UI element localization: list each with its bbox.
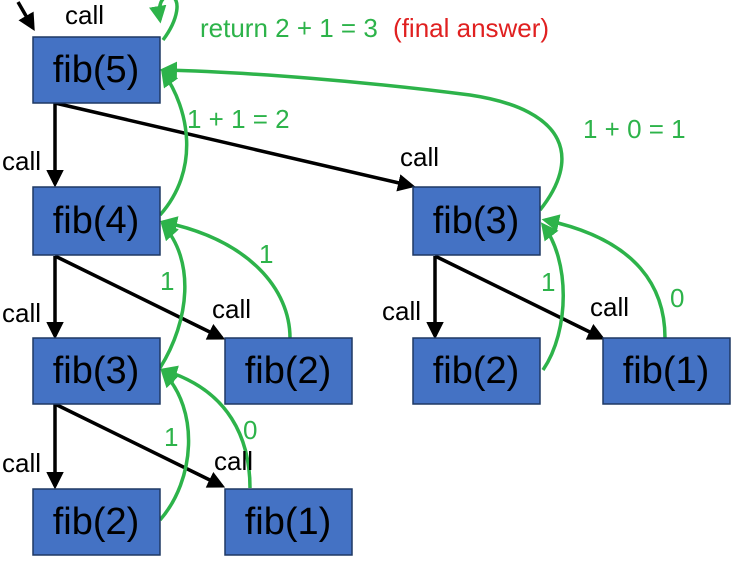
return-arrow-fib3b-fib5 <box>159 61 564 212</box>
return-arrow-fib3a-fib4 <box>158 222 187 369</box>
return-arrow-fib4-fib5 <box>158 69 189 217</box>
return-label-fib4-to-fib5: 1 + 1 = 2 <box>187 104 290 134</box>
node-fib2-b: fib(2) <box>32 488 161 556</box>
call-label-fib3-right: call <box>400 142 439 172</box>
call-label-fib2-c: call <box>382 296 421 326</box>
node-fib4-label: fib(4) <box>53 200 140 242</box>
node-fib2-a: fib(2) <box>224 337 353 405</box>
return-arrow-fib1b-fib3b <box>541 214 667 339</box>
node-fib4: fib(4) <box>32 186 161 256</box>
node-fib3-left: fib(3) <box>32 337 161 405</box>
root-return-text: return 2 + 1 = 3 <box>200 13 378 43</box>
node-fib2-c-label: fib(2) <box>433 350 520 392</box>
call-label-fib2-b: call <box>2 448 41 478</box>
return-label-fib3b-to-fib5: 1 + 0 = 1 <box>583 114 686 144</box>
return-labels: return 2 + 1 = 3 (final answer) 1 + 1 = … <box>160 13 686 452</box>
return-label-fib1b-to-fib3b: 0 <box>670 283 684 313</box>
return-label-fib1a-to-fib3a: 0 <box>243 415 257 445</box>
node-fib3-right: fib(3) <box>412 186 541 256</box>
call-label-fib1-a: call <box>214 446 253 476</box>
node-fib2-b-label: fib(2) <box>53 501 140 543</box>
return-arrow-fib2c-fib3b <box>540 222 565 371</box>
call-label-fib4: call <box>2 146 41 176</box>
node-fib1-b: fib(1) <box>602 337 731 405</box>
call-arrows <box>16 1 606 490</box>
call-arrow-fib4-fib2a <box>54 254 226 340</box>
return-label-fib2a-to-fib4: 1 <box>259 239 273 269</box>
node-fib5-label: fib(5) <box>53 49 140 91</box>
final-answer-note: (final answer) <box>393 13 549 43</box>
return-arrow-fib2a-fib4 <box>159 216 292 339</box>
node-fib1-a-label: fib(1) <box>245 501 332 543</box>
node-fib2-a-label: fib(2) <box>245 350 332 392</box>
call-arrow-into-fib5 <box>16 1 35 32</box>
call-arrow-fib3a-fib1a <box>54 402 226 488</box>
call-label-fib2-a: call <box>212 294 251 324</box>
return-arrow-fib1a-fib3a <box>159 365 252 489</box>
return-label-fib2c-to-fib3b: 1 <box>541 267 555 297</box>
node-fib2-c: fib(2) <box>412 337 541 405</box>
call-label-root: call <box>65 0 104 30</box>
return-label-fib3a-to-fib4: 1 <box>160 266 174 296</box>
call-label-fib3-left: call <box>2 298 41 328</box>
call-label-fib1-b: call <box>590 292 629 322</box>
node-fib1-b-label: fib(1) <box>623 350 710 392</box>
call-labels: call call call call call call call call … <box>2 0 629 478</box>
return-arrow-root <box>149 0 179 42</box>
node-fib1-a: fib(1) <box>224 488 353 556</box>
return-label-fib2b-to-fib3a: 1 <box>164 422 178 452</box>
call-arrow-fib5-fib3b <box>54 101 416 192</box>
return-arrow-fib2b-fib3a <box>158 369 191 522</box>
call-arrow-fib3b-fib1b <box>434 254 606 340</box>
node-fib3-right-label: fib(3) <box>433 200 520 242</box>
node-fib5: fib(5) <box>32 36 161 104</box>
node-fib3-left-label: fib(3) <box>53 350 140 392</box>
final-answer-label: return 2 + 1 = 3 (final answer) <box>200 13 549 43</box>
return-arrows <box>149 0 667 522</box>
